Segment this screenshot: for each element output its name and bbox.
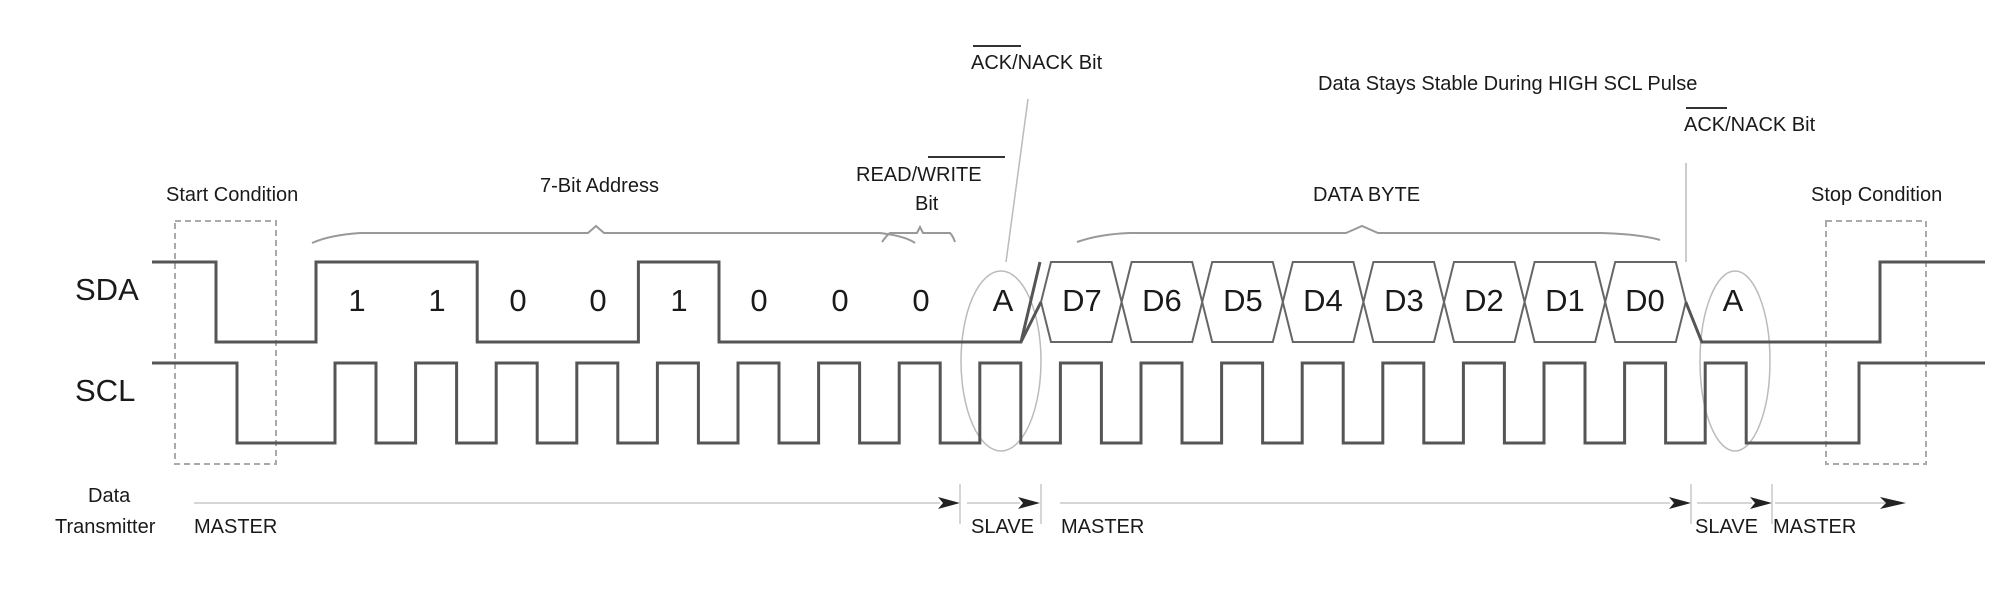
transmitter-label-line2: Transmitter [55,516,156,538]
rw-bit: 0 [912,283,929,318]
arrowhead-icon [1750,497,1772,509]
address-bit: 1 [670,283,687,318]
rw-label: READ/WRITE Bit [856,156,1005,215]
arrowhead-icon [938,497,960,509]
arrowhead-icon [1880,497,1906,509]
address-brace [311,224,916,244]
data-bit-cell [1362,261,1445,343]
data-cells [1019,260,1985,344]
address-bit: 0 [589,283,606,318]
data-bit: D2 [1464,283,1504,318]
data-bit-cell [1443,261,1526,343]
data-bit: D1 [1545,283,1585,318]
scl-waveform [152,361,1985,445]
data-bit: D3 [1384,283,1424,318]
data-bit: D5 [1223,283,1263,318]
address-bit: 0 [750,283,767,318]
arrowhead-icon [1018,497,1040,509]
data-bit: D6 [1142,283,1182,318]
address-label: 7-Bit Address [540,175,659,197]
arrowhead-icon [1669,497,1691,509]
address-bit-labels: 1 1 0 0 1 0 0 0 A [348,283,1013,318]
start-condition-label: Start Condition [166,184,298,206]
ack-label-text: ACK/NACK Bit [971,52,1103,74]
data-bit-cell [1281,261,1365,343]
ack-ellipse-2 [1699,270,1771,452]
sda-waveform [152,260,1042,344]
address-bit: 1 [348,283,365,318]
ack-label-2: ACK/NACK Bit [1684,107,1816,136]
ack-label-1: ACK/NACK Bit [971,45,1103,74]
ack-label-text: ACK/NACK Bit [1684,114,1816,136]
data-byte-brace [1076,224,1661,243]
ack-ellipse-1 [960,270,1042,452]
stable-note: Data Stays Stable During HIGH SCL Pulse [1318,73,1697,95]
ack-bit-1: A [993,283,1014,318]
rw-brace [881,224,956,243]
transmitter-segment-master: MASTER [194,516,277,538]
stop-condition-label: Stop Condition [1811,184,1942,206]
transmitter-segment-master: MASTER [1773,516,1856,538]
transmitter-segment-slave: SLAVE [971,516,1034,538]
data-bit-labels: D7 D6 D5 D4 D3 D2 D1 D0 A [1062,283,1743,318]
rw-label-line2: Bit [915,193,939,215]
address-bit: 1 [428,283,445,318]
transmitter-arrows [194,484,1906,524]
ack-bit-2: A [1723,283,1744,318]
transmitter-segment-slave: SLAVE [1695,516,1758,538]
address-bit: 0 [831,283,848,318]
data-byte-label: DATA BYTE [1313,184,1420,206]
transmitter-segment-master: MASTER [1061,516,1144,538]
transmitter-label-line1: Data [88,485,131,507]
ack-leader-1 [1005,98,1029,263]
data-bit: D0 [1625,283,1665,318]
sda-tail-waveform [1019,260,1985,344]
data-bit: D4 [1303,283,1343,318]
data-bit: D7 [1062,283,1102,318]
scl-label: SCL [75,373,135,408]
data-bit-cell [1523,261,1607,343]
rw-label-line1: READ/WRITE [856,164,982,186]
sda-label: SDA [75,272,139,307]
data-bit-cell [1040,261,1123,343]
data-bit-cell [1604,261,1687,343]
data-bit-cell [1201,261,1284,343]
data-bit-cell [1120,261,1204,343]
address-bit: 0 [509,283,526,318]
